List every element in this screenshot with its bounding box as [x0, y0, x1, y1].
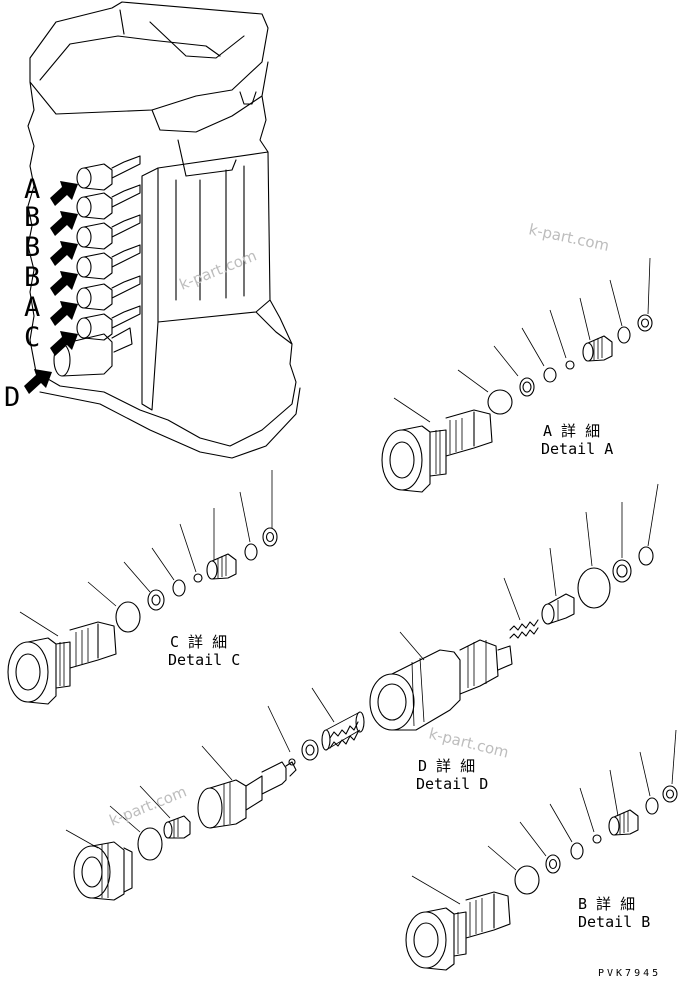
o-ring: [617, 326, 631, 344]
valve-cap-a: [381, 409, 493, 493]
ball: [565, 360, 575, 370]
o-ring: [137, 827, 163, 861]
spool-2: [76, 184, 141, 220]
backup-ring: [301, 739, 319, 761]
side-letter: B: [24, 202, 40, 233]
detail-a-title-en: Detail A: [541, 440, 613, 458]
ball: [592, 834, 602, 844]
spring-seat: [206, 553, 237, 580]
side-letter: B: [24, 232, 40, 263]
leader-lines: [65, 483, 659, 849]
spool-6: [76, 305, 141, 341]
detail-c-title-jp: C 詳 細: [170, 633, 227, 651]
spring-seat: [608, 809, 639, 836]
plug: [163, 815, 191, 839]
spring-seat: [582, 335, 613, 362]
leader-lines: [393, 257, 651, 423]
arrow-icon: [50, 301, 78, 326]
arrow-icon: [50, 211, 78, 236]
o-ring: [244, 543, 258, 561]
seal-ring: [543, 367, 557, 383]
backup-ring: [612, 559, 632, 583]
arrow-icon: [50, 331, 78, 356]
o-ring: [645, 797, 659, 815]
watermark-text: k-part.com: [527, 220, 611, 255]
leader-lines: [19, 470, 273, 637]
ball: [288, 758, 296, 766]
side-letter: B: [24, 262, 40, 293]
figure-code: PVK7945: [598, 968, 661, 979]
washer: [662, 785, 678, 803]
ball: [193, 573, 203, 583]
detail-c-title-en: Detail C: [168, 651, 240, 669]
detail-a-assembly: A 詳 細 Detail A: [381, 257, 653, 493]
leader-lines: [411, 729, 677, 905]
detail-d-title-jp: D 詳 細: [418, 757, 475, 775]
backup-ring: [519, 377, 535, 397]
valve-sleeve: [369, 639, 513, 731]
detail-a-title-jp: A 詳 細: [543, 422, 600, 440]
seal-ring: [570, 842, 584, 860]
side-letter-labels: A B B B A C D: [4, 174, 40, 413]
watermark-text: k-part.com: [107, 782, 189, 829]
spool-4: [76, 244, 141, 280]
o-ring: [487, 389, 513, 415]
watermark-text: k-part.com: [177, 246, 259, 293]
seal-ring: [638, 546, 654, 566]
detail-c-assembly: C 詳 細 Detail C: [7, 470, 278, 705]
main-spool: [197, 761, 297, 829]
arrow-icon: [50, 241, 78, 266]
o-ring: [514, 865, 540, 895]
spool-3: [76, 214, 141, 250]
valve-cap-b: [405, 891, 511, 971]
valve-cap-c: [7, 621, 117, 705]
spool-5: [76, 275, 141, 311]
o-ring: [115, 601, 141, 633]
side-letter: D: [4, 382, 20, 413]
backup-ring: [147, 589, 165, 611]
detail-b-title-jp: B 詳 細: [578, 895, 635, 913]
arrow-icon: [24, 369, 52, 394]
arrow-icon: [50, 181, 78, 206]
backup-ring: [545, 854, 561, 874]
detail-b-assembly: B 詳 細 Detail B: [405, 729, 678, 971]
o-ring: [577, 567, 611, 609]
spring: [321, 711, 365, 751]
spool-1: [76, 155, 141, 191]
detail-d-assembly: D 詳 細 Detail D: [65, 483, 659, 901]
detail-b-title-en: Detail B: [578, 913, 650, 931]
detail-d-title-en: Detail D: [416, 775, 488, 793]
seal-ring: [172, 579, 186, 597]
washer: [637, 314, 653, 332]
washer: [262, 527, 278, 547]
callout-arrows: [24, 181, 78, 394]
small-spring: [509, 619, 539, 639]
side-letter: A: [24, 292, 40, 323]
arrow-icon: [50, 271, 78, 296]
side-letter: A: [24, 174, 40, 205]
side-letter: C: [24, 322, 40, 353]
control-valve-body: [27, 1, 301, 459]
watermarks: k-part.com k-part.com k-part.com k-part.…: [107, 220, 611, 829]
valve-cap-d: [73, 841, 133, 901]
poppet: [541, 593, 575, 625]
